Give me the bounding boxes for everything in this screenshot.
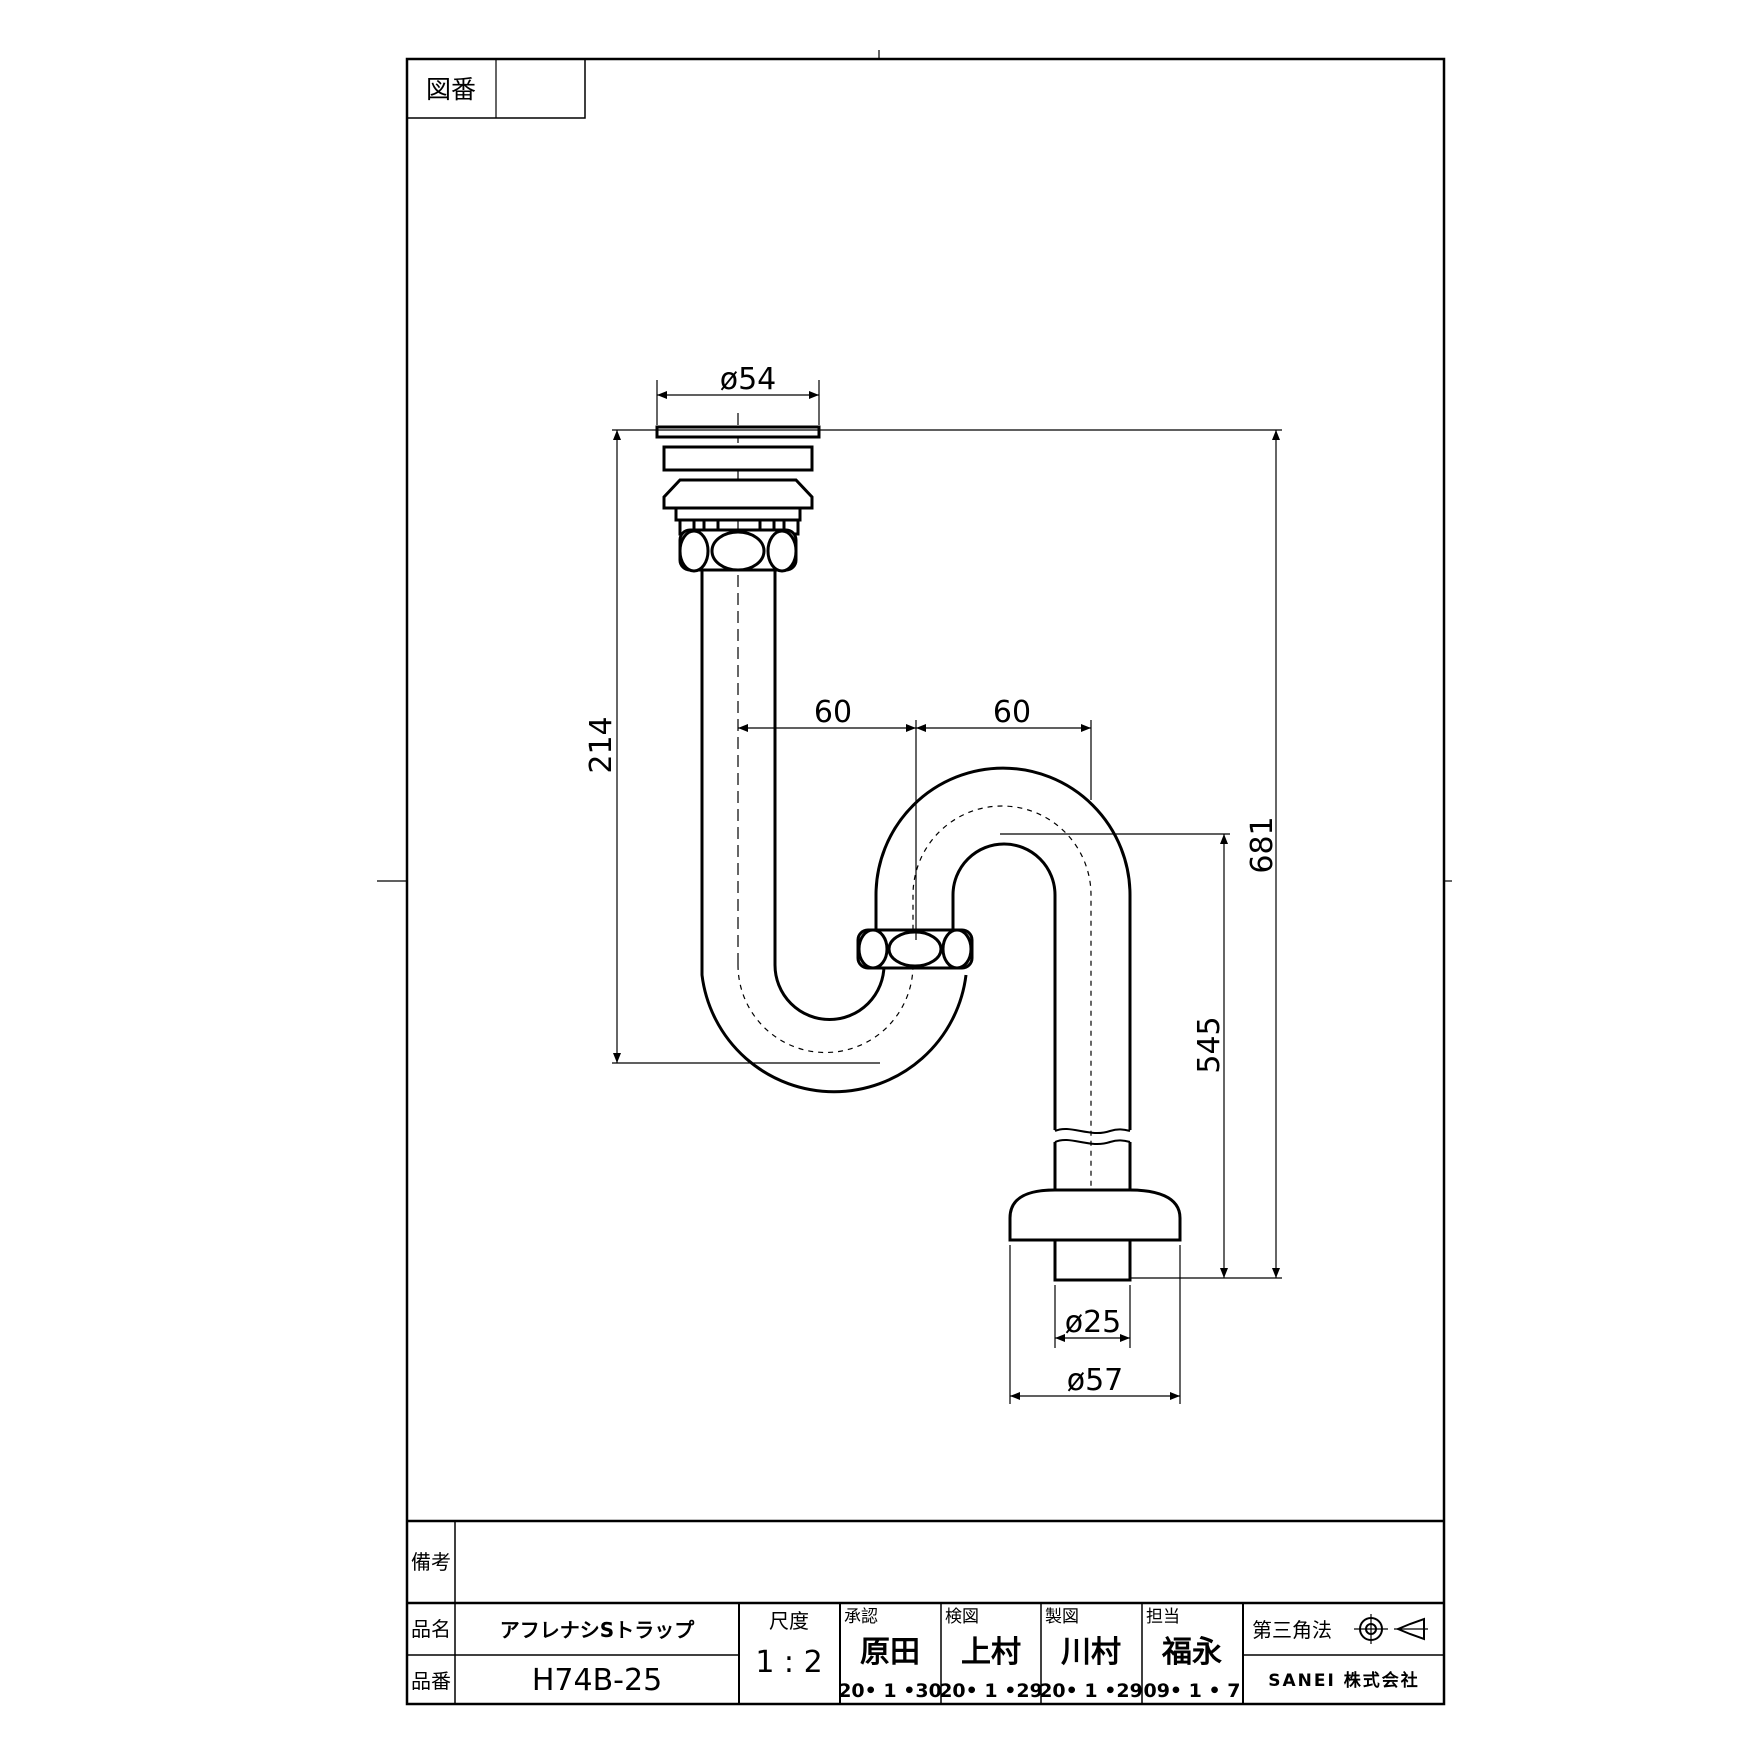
- scale-label: 尺度: [769, 1609, 809, 1633]
- person-date: 09• 1 • 7: [1143, 1680, 1240, 1702]
- trap-bend: [874, 766, 1132, 1130]
- approval-date: 20• 1 •30: [838, 1680, 942, 1702]
- dimension-texts: ø54 214 60 60 681 545 ø25 ø57: [584, 362, 1280, 1398]
- dim-offset-right: 60: [993, 695, 1031, 730]
- product-name-label: 品名: [411, 1617, 451, 1641]
- product-name: アフレナシSトラップ: [500, 1618, 695, 1642]
- inspection-name: 上村: [961, 1635, 1021, 1670]
- drafting-name: 川村: [1061, 1635, 1121, 1670]
- drain-head: [655, 425, 821, 573]
- title-block: 備考 品名 アフレナシSトラップ 品番 H74B-25 尺度 1 : 2 承認 …: [407, 1519, 1444, 1704]
- company-name: SANEI 株式会社: [1268, 1670, 1419, 1691]
- dim-flange-diameter: ø57: [1067, 1363, 1124, 1398]
- s-trap-pipe: [655, 413, 1182, 1282]
- approval-label: 承認: [844, 1607, 878, 1627]
- floor-flange: [1008, 1188, 1182, 1282]
- remarks-label: 備考: [411, 1550, 451, 1574]
- inspection-date: 20• 1 •29: [939, 1680, 1043, 1702]
- coupling-nut: [856, 928, 974, 970]
- approval-name: 原田: [860, 1635, 920, 1670]
- drawing-number-label: 図番: [426, 75, 476, 104]
- dim-offset-left: 60: [814, 695, 852, 730]
- dim-outlet-height: 545: [1192, 1016, 1227, 1073]
- person-name: 福永: [1161, 1635, 1222, 1670]
- left-pipe: [700, 570, 968, 1094]
- pipe-break: [1054, 1128, 1131, 1145]
- third-angle-projection-icon: [1354, 1614, 1428, 1644]
- drafting-date: 20• 1 •29: [1039, 1680, 1143, 1702]
- drafting-label: 製図: [1045, 1607, 1079, 1627]
- person-label: 担当: [1146, 1607, 1180, 1627]
- dim-total-height: 681: [1245, 816, 1280, 873]
- dim-height-upper: 214: [584, 716, 619, 773]
- drawing-number-box: 図番: [406, 58, 586, 119]
- scale-value: 1 : 2: [755, 1645, 822, 1680]
- dim-top-diameter: ø54: [720, 362, 777, 397]
- dim-outlet-diameter: ø25: [1065, 1305, 1122, 1340]
- inspection-label: 検図: [945, 1607, 979, 1627]
- projection-label: 第三角法: [1252, 1618, 1332, 1642]
- centering-marks: [377, 50, 1452, 882]
- product-number-label: 品番: [411, 1669, 451, 1693]
- drawing-frame: [405, 57, 1446, 1706]
- product-number: H74B-25: [532, 1663, 662, 1698]
- dimension-lines: [612, 380, 1282, 1404]
